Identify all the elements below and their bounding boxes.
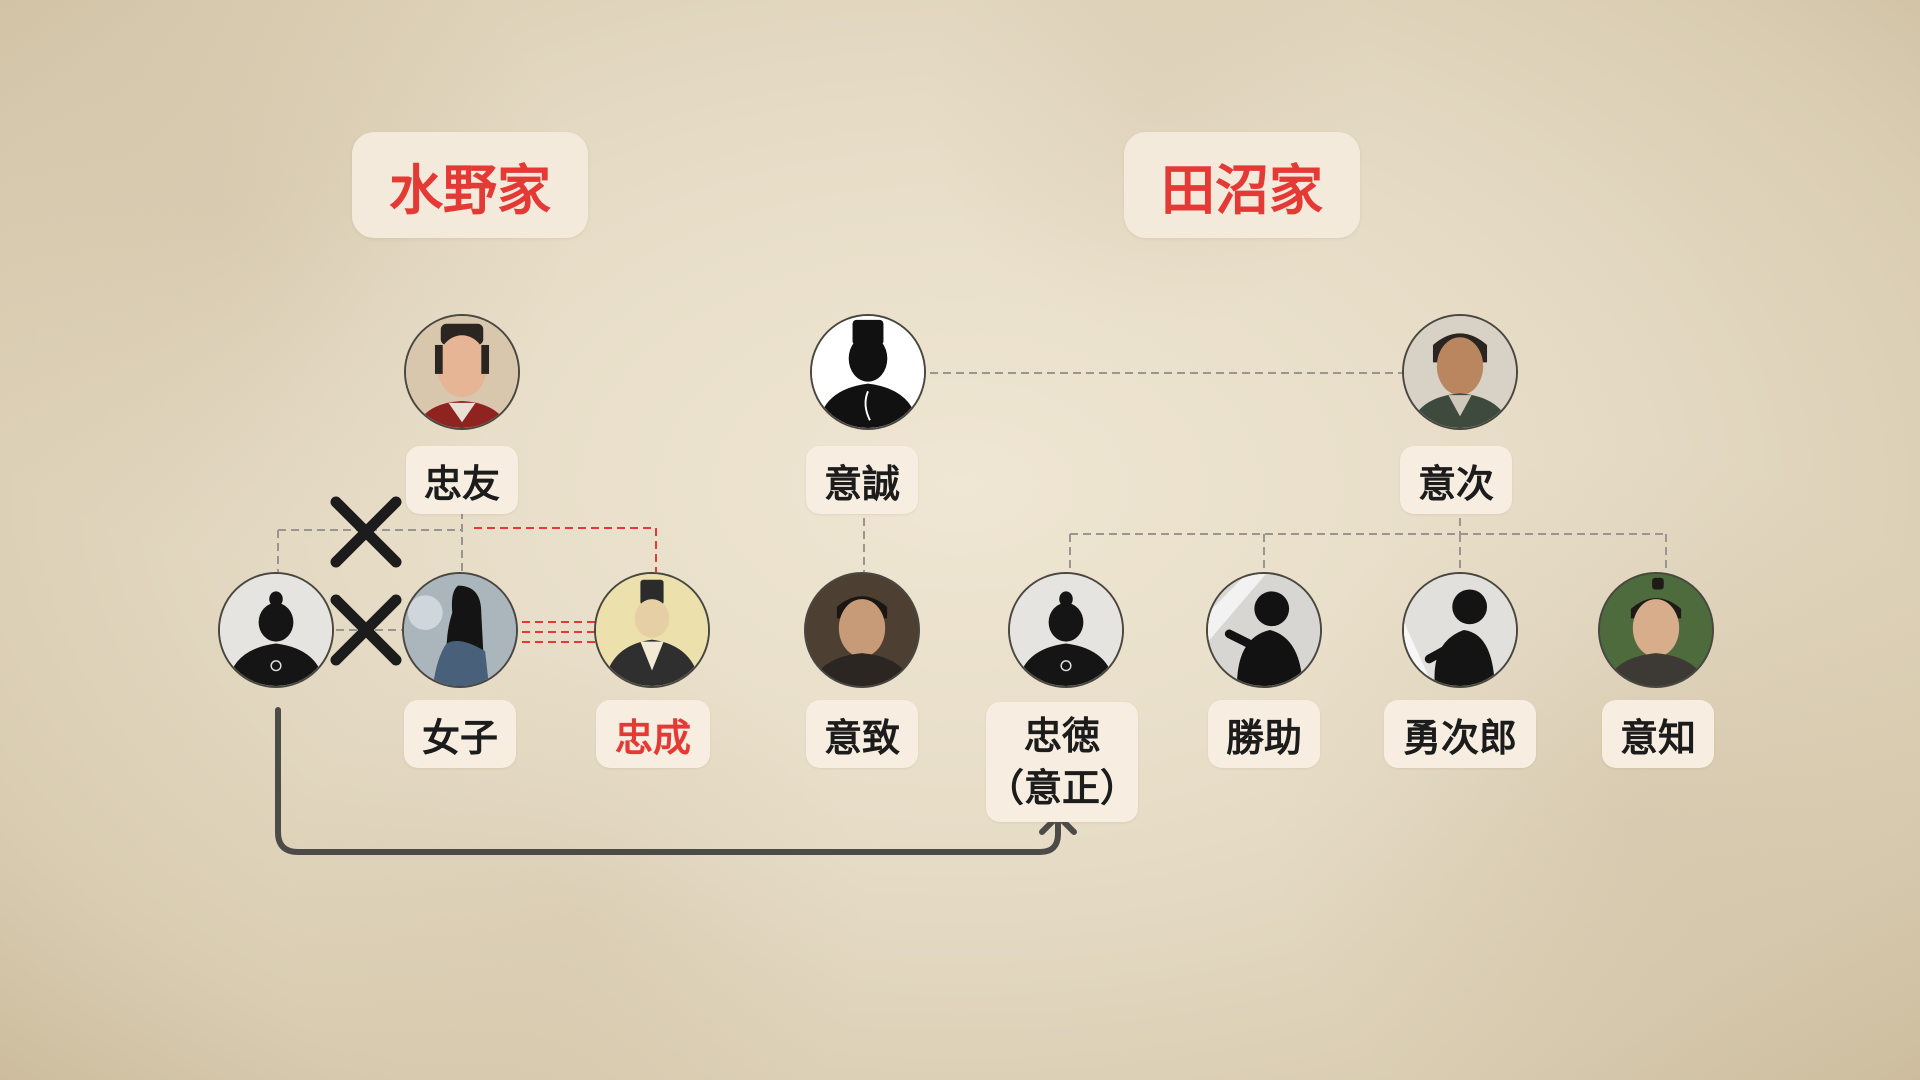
- name-tadanori-primary: 忠徳: [1023, 713, 1100, 758]
- name-joshi: 女子: [404, 700, 516, 768]
- name-okiyuki: 意致: [806, 700, 918, 768]
- name-okimasa: 意誠: [806, 446, 918, 514]
- avatar-silhouette-left: [218, 572, 334, 688]
- divorce-x-icon-bottom: [330, 594, 402, 666]
- name-okitomo: 意知: [1602, 700, 1714, 768]
- family-label-mizuno: 水野家: [352, 132, 588, 238]
- name-tadanori: 忠徳 （意正）: [986, 702, 1138, 822]
- avatar-okimasa: [810, 314, 926, 430]
- avatar-katsusuke: [1206, 572, 1322, 688]
- avatar-tadanori: [1008, 572, 1124, 688]
- name-katsusuke: 勝助: [1208, 700, 1320, 768]
- name-okitsugu: 意次: [1400, 446, 1512, 514]
- avatar-yujiro: [1402, 572, 1518, 688]
- avatar-okitomo: [1598, 572, 1714, 688]
- family-label-tanuma: 田沼家: [1124, 132, 1360, 238]
- name-tadanori-alt: （意正）: [986, 765, 1139, 810]
- name-yujiro: 勇次郎: [1384, 700, 1536, 768]
- name-tadatomo: 忠友: [406, 446, 518, 514]
- avatar-tadatomo: [404, 314, 520, 430]
- avatar-joshi: [402, 572, 518, 688]
- divorce-x-icon-top: [330, 496, 402, 568]
- avatar-okitsugu: [1402, 314, 1518, 430]
- name-tadaakira: 忠成: [596, 700, 710, 768]
- avatar-okiyuki: [804, 572, 920, 688]
- adoption-arrow: [275, 707, 1061, 855]
- avatar-tadaakira: [594, 572, 710, 688]
